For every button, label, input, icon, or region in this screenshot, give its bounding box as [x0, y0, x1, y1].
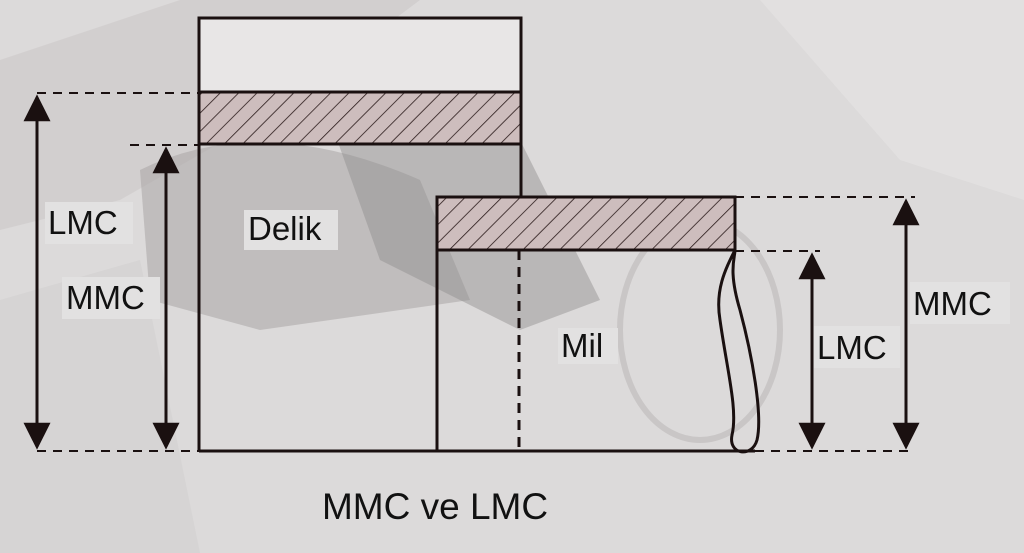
- hole-outer-dim-label: LMC: [48, 204, 118, 241]
- shaft-break-line: [717, 249, 761, 454]
- caption: MMC ve LMC: [322, 486, 548, 527]
- shaft-outer-dim-label: MMC: [913, 285, 992, 322]
- shaft-tolerance-zone: [435, 195, 737, 252]
- shaft-block: [435, 195, 761, 454]
- hole-tolerance-zone: [197, 90, 523, 146]
- hole-inner-dim-label: MMC: [66, 279, 145, 316]
- extension-lines: [37, 92, 915, 452]
- hole-block: [197, 16, 523, 452]
- shaft-label: Mil: [561, 327, 603, 364]
- hole-label: Delik: [248, 210, 322, 247]
- dimension-arrows: [23, 94, 920, 450]
- shaft-inner-dim-label: LMC: [817, 329, 887, 366]
- hole-top-part: [197, 16, 523, 94]
